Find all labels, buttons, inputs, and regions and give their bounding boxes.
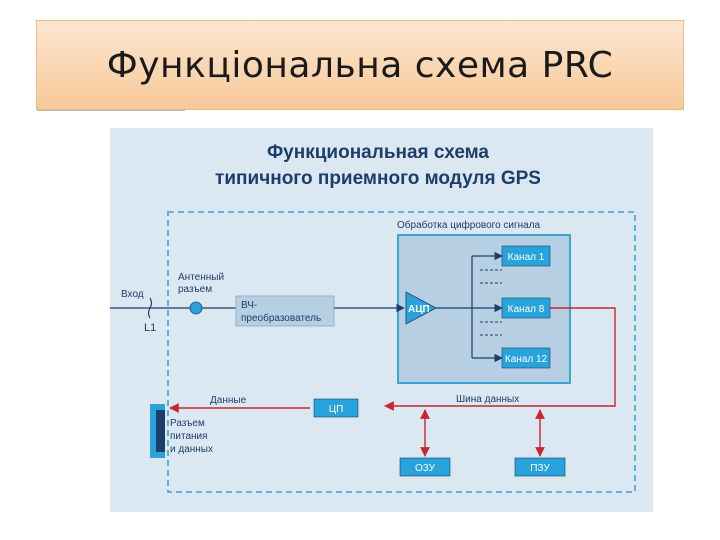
- adc-label: АЦП: [408, 304, 430, 315]
- diagram-title-line2: типичного приемного модуля GPS: [215, 168, 541, 189]
- antenna-label-line1: Антенный: [178, 272, 224, 283]
- input-label: Вход: [121, 289, 144, 300]
- gps-diagram-svg: Функциональная схема типичного приемного…: [110, 128, 653, 512]
- data-bus-line: [384, 307, 616, 411]
- rf-label-line1: ВЧ-: [241, 300, 257, 311]
- ram-block: [399, 457, 451, 477]
- rom-label: ПЗУ: [530, 463, 550, 474]
- diagram-title-line1: Функциональная схема: [267, 142, 489, 163]
- ram-label: ОЗУ: [415, 463, 436, 474]
- cpu-label: ЦП: [329, 404, 344, 415]
- channel-12-label: Канал 12: [505, 354, 548, 365]
- connector-label-line1: Разъем: [170, 418, 205, 429]
- l1-label: L1: [144, 322, 156, 334]
- cpu-block: [313, 398, 359, 418]
- rom-block: [514, 457, 566, 477]
- bus-label: Шина данных: [456, 394, 519, 405]
- data-label: Данные: [210, 395, 247, 406]
- antenna-label-line2: разъем: [178, 284, 212, 295]
- rf-label-line2: преобразователь: [241, 312, 321, 324]
- connector-label-line3: и данных: [170, 444, 213, 455]
- channel-12-block: [501, 347, 551, 369]
- coil-icon: [147, 297, 153, 319]
- gps-diagram: Функциональная схема типичного приемного…: [110, 128, 653, 517]
- slide-title-bar: Функціональна схема PRC: [36, 20, 684, 111]
- connector-inner: [156, 410, 165, 452]
- module-boundary: [167, 211, 636, 493]
- connector-label-line2: питания: [170, 431, 208, 442]
- title-underline: [37, 110, 185, 111]
- channel-1-block: [501, 245, 551, 267]
- channel-1-label: Канал 1: [508, 252, 545, 263]
- rf-converter-block: [235, 295, 335, 327]
- dsp-block-label: Обработка цифрового сигнала: [397, 219, 541, 231]
- adc-triangle: [405, 291, 437, 325]
- slide-title: Функціональна схема PRC: [106, 44, 614, 86]
- antenna-connector-icon: [189, 301, 203, 315]
- channel-dashes: [480, 269, 502, 336]
- channel-8-label: Канал 8: [508, 304, 545, 315]
